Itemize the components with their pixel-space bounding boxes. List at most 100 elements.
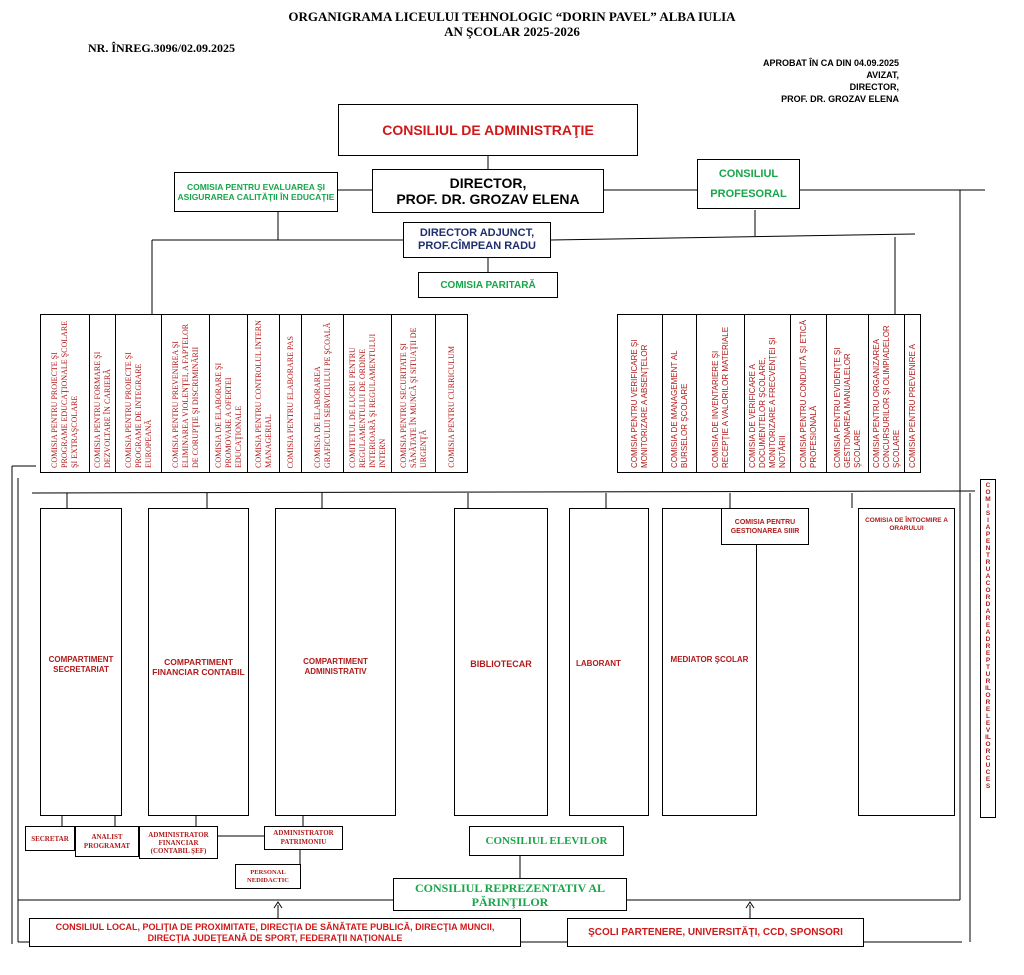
commission-cell: COMISIA PENTRU PREVENIREA ŞI ELIMINAREA … [161,315,210,472]
director-name: PROF. DR. GROZAV ELENA [396,191,580,207]
joint-commission-label: COMISIA PARITARĂ [440,279,536,291]
school-partners-box: ŞCOLI PARTENERE, UNIVERSITĂŢI, CCD, SPON… [567,918,864,947]
local-partners-box: CONSILIUL LOCAL, POLIŢIA DE PROXIMITATE,… [29,918,521,947]
non-teaching-box: PERSONAL NEDIDACTIC [235,864,301,889]
commission-cell: COMISIA PENTRU CONDUITĂ ŞI ETICĂ PROFESI… [790,315,827,472]
dept-financial: COMPARTIMENT FINANCIAR CONTABIL [148,508,249,816]
parents-council-box: CONSILIUL REPREZENTATIV AL PĂRINŢILOR [393,878,627,911]
commission-cell: COMITETUL DE LUCRU PENTRU REGULAMENTULUI… [343,315,392,472]
commission-label: COMISIA PENTRU ORGANIZAREA CONCURSURILOR… [872,325,901,468]
commission-cell: COMISIA DE VERIFICARE A DOCUMENTELOR ŞCO… [744,315,791,472]
commission-label: COMISIA PENTRU CONDUITĂ ŞI ETICĂ PROFESI… [799,319,818,468]
student-council-box: CONSILIUL ELEVILOR [469,826,624,856]
registration-number: NR. ÎNREG.3096/02.09.2025 [88,41,236,55]
commission-cell: COMISIA PENTRU VERIFICARE ŞI MONITORIZAR… [618,315,662,472]
commission-cell: COMISIA PENTRU SECURITATE ŞI SĂNĂTATE ÎN… [391,315,436,472]
dept-administrative-label: COMPARTIMENT ADMINISTRATIV [303,657,368,676]
parents-council-label: CONSILIUL REPREZENTATIV AL PĂRINŢILOR [414,880,606,909]
dept-mediator-label: MEDIATOR ŞCOLAR [670,655,749,664]
chart-title: ORGANIGRAMA LICEULUI TEHNOLOGIC “DORIN P… [0,9,1024,39]
dept-lab: LABORANT [569,508,649,816]
dept-administrative: COMPARTIMENT ADMINISTRATIV [275,508,396,816]
dept-financial-label: COMPARTIMENT FINANCIAR CONTABIL [152,657,245,677]
commission-label: COMISIA PENTRU PREVENIRE A [908,343,917,468]
deputy-name: PROF.CÎMPEAN RADU [418,240,536,252]
siiir-commission-label: COMISIA PENTRU GESTIONAREA SIIIR [730,518,800,535]
title-line-1: ORGANIGRAMA LICEULUI TEHNOLOGIC “DORIN P… [288,9,736,24]
teachers-council-box: CONSILIUL PROFESORAL [697,159,800,209]
commission-label: COMISIA PENTRU SECURITATE ŞI SĂNĂTATE ÎN… [399,327,428,468]
approval-line: DIRECTOR, [849,82,899,92]
right-commissions-panel: COMISIA PENTRU VERIFICARE ŞI MONITORIZAR… [617,314,921,473]
commission-cell: COMISIA PENTRU CURRICULUM [435,315,468,472]
secretary-label: SECRETAR [31,834,69,843]
commission-label: COMISIA PENTRU CONTROLUL INTERN MANAGERI… [254,320,273,468]
fin-admin-label: ADMINISTRATOR FINANCIAR (CONTABIL ŞEF) [148,830,209,855]
dept-secretariat-label: COMPARTIMENT SECRETARIAT [48,655,114,674]
fin-admin-box: ADMINISTRATOR FINANCIAR (CONTABIL ŞEF) [139,826,218,859]
siiir-commission-box: COMISIA PENTRU GESTIONAREA SIIIR [721,508,809,545]
commission-cell: COMISIA PENTRU CONTROLUL INTERN MANAGERI… [247,315,280,472]
commission-label: COMISIA DE ELABORARE ŞI PROMOVARE A OFER… [214,362,243,468]
approval-line: APROBAT ÎN CA DIN 04.09.2025 [762,58,899,68]
commission-label: COMISIA PENTRU FORMARE ŞI DEZVOLTARE ÎN … [93,351,112,468]
patrimony-admin-box: ADMINISTRATOR PATRIMONIU [264,826,343,850]
schedule-commission-label: COMISIA DE ÎNTOCMIRE A ORARULUI [865,517,948,532]
commission-label: COMISIA DE MANAGEMENT AL BURSELOR ŞCOLAR… [670,350,689,468]
approval-line: AVIZAT, [866,70,899,80]
commission-cell: COMISIA PENTRU PROIECTE ŞI PROGRAME DE I… [115,315,162,472]
director-title: DIRECTOR, [449,175,527,191]
dept-lab-label: LABORANT [576,659,621,668]
commission-cell: COMISIA PENTRU PROIECTE ŞI PROGRAME EDUC… [41,315,89,472]
school-partners-label: ŞCOLI PARTENERE, UNIVERSITĂŢI, CCD, SPON… [588,927,843,938]
teachers-council-line2: PROFESORAL [710,188,787,200]
commission-cell: COMISIA PENTRU ELABORARE PAS [279,315,302,472]
analyst-box: ANALIST PROGRAMAT [75,826,139,857]
commission-label: COMISIA PENTRU PREVENIREA ŞI ELIMINAREA … [171,323,200,468]
local-partners-label: CONSILIUL LOCAL, POLIŢIA DE PROXIMITATE,… [55,921,495,943]
joint-commission-box: COMISIA PARITARĂ [418,272,558,298]
commission-cell: COMISIA PENTRU PREVENIRE A [904,315,921,472]
teachers-council-line1: CONSILIUL [718,168,779,180]
vertical-commission-box: COMISIAPENTRUACORDAREADREPTURILORELEVILO… [980,479,996,818]
commission-label: COMISIA PENTRU PROIECTE ŞI PROGRAME DE I… [124,352,153,468]
quality-commission-box: COMISIA PENTRU EVALUAREA ŞI ASIGURAREA C… [174,172,338,212]
commission-cell: COMISIA PENTRU EVIDENŢE ŞI GESTIONAREA M… [826,315,869,472]
analyst-label: ANALIST PROGRAMAT [83,832,131,850]
dept-mediator: MEDIATOR ŞCOLAR [662,508,757,816]
commission-label: COMISIA PENTRU CURRICULUM [447,346,456,468]
commission-cell: COMISIA DE INVENTARIERE ŞI RECEPŢIE A VA… [696,315,745,472]
commission-label: COMISIA PENTRU PROIECTE ŞI PROGRAME EDUC… [50,320,79,468]
approval-line: PROF. DR. GROZAV ELENA [781,94,899,104]
commission-label: COMISIA DE VERIFICARE A DOCUMENTELOR ŞCO… [748,337,787,468]
commission-label: COMISIA PENTRU VERIFICARE ŞI MONITORIZAR… [630,339,649,468]
non-teaching-label: PERSONAL NEDIDACTIC [247,868,289,884]
commission-cell: COMISIA DE MANAGEMENT AL BURSELOR ŞCOLAR… [662,315,697,472]
dept-secretariat: COMPARTIMENT SECRETARIAT [40,508,122,816]
deputy-director-box: DIRECTOR ADJUNCT, PROF.CÎMPEAN RADU [403,222,551,258]
commission-cell: COMISIA PENTRU ORGANIZAREA CONCURSURILOR… [868,315,905,472]
quality-commission-label: COMISIA PENTRU EVALUAREA ŞI ASIGURAREA C… [177,182,335,202]
commission-label: COMISIA DE INVENTARIERE ŞI RECEPŢIE A VA… [711,326,730,468]
deputy-title: DIRECTOR ADJUNCT, [419,227,535,239]
commission-cell: COMISIA DE ELABORARE ŞI PROMOVARE A OFER… [209,315,248,472]
approval-block: APROBAT ÎN CA DIN 04.09.2025 AVIZAT, DIR… [763,57,899,105]
council-admin-box: CONSILIUL DE ADMINISTRAŢIE [338,104,638,156]
commission-label: COMISIA DE ELABORAREA GRAFICULUI SERVICI… [313,322,332,468]
commission-label: COMITETUL DE LUCRU PENTRU REGULAMENTULUI… [348,333,387,468]
dept-library-label: BIBLIOTECAR [470,659,532,669]
commission-cell: COMISIA PENTRU FORMARE ŞI DEZVOLTARE ÎN … [89,315,116,472]
director-box: DIRECTOR, PROF. DR. GROZAV ELENA [372,169,604,213]
patrimony-admin-label: ADMINISTRATOR PATRIMONIU [273,829,334,846]
title-line-2: AN ŞCOLAR 2025-2026 [444,24,580,39]
commission-label: COMISIA PENTRU EVIDENŢE ŞI GESTIONAREA M… [833,347,862,468]
commission-cell: COMISIA DE ELABORAREA GRAFICULUI SERVICI… [301,315,344,472]
secretary-box: SECRETAR [25,826,75,851]
commission-label: COMISIA PENTRU ELABORARE PAS [286,335,295,468]
left-commissions-panel: COMISIA PENTRU PROIECTE ŞI PROGRAME EDUC… [40,314,468,473]
dept-library: BIBLIOTECAR [454,508,548,816]
council-admin-label: CONSILIUL DE ADMINISTRAŢIE [382,122,594,138]
student-council-label: CONSILIUL ELEVILOR [485,835,608,847]
schedule-commission: COMISIA DE ÎNTOCMIRE A ORARULUI [858,508,955,816]
